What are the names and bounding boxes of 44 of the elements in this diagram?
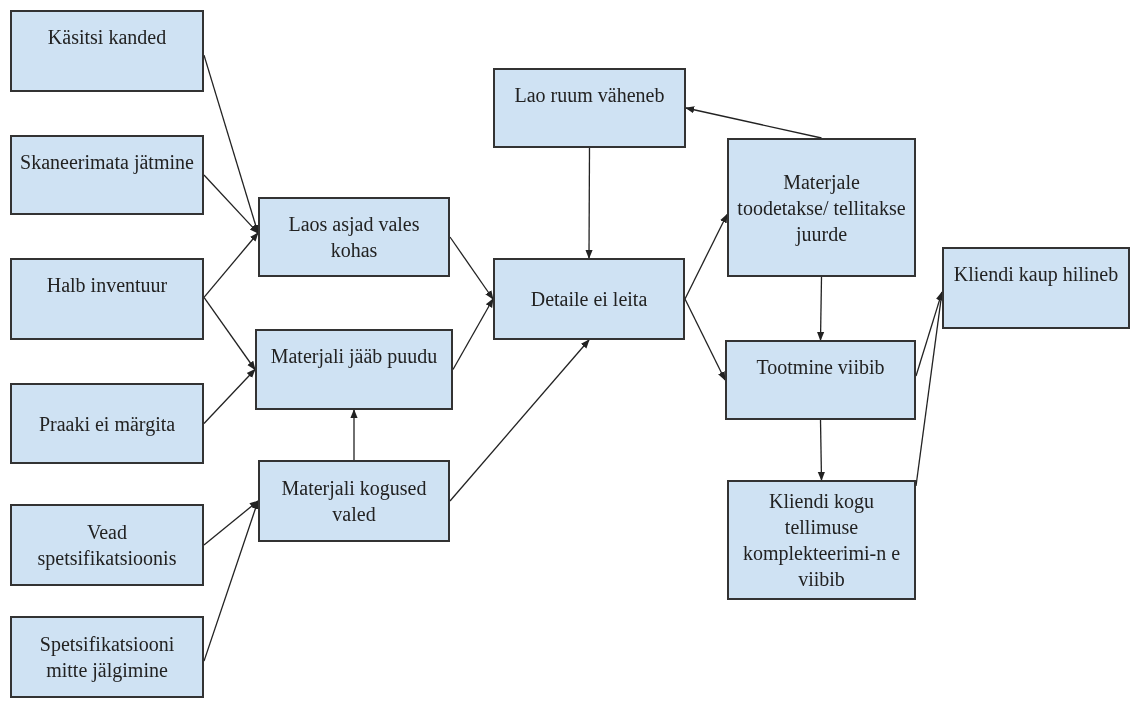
box-label: Materjali kogused valed: [280, 476, 428, 527]
process-box: [10, 504, 204, 586]
process-box: [258, 197, 450, 277]
process-box: [255, 329, 453, 410]
box-label: Vead spetsifikatsioonis: [36, 520, 178, 571]
process-box: [725, 340, 916, 420]
box-label: Käsitsi kanded: [47, 25, 167, 50]
box-label: Kliendi kogu tellimuse komplekteerimi-n e viibib: [741, 489, 902, 592]
box-label: Skaneerimata jätmine: [20, 150, 194, 175]
arrow: [585, 147, 593, 259]
arrow: [449, 339, 590, 502]
process-box: [493, 68, 686, 148]
process-box: [10, 135, 204, 215]
arrow: [449, 236, 494, 300]
box-label: Halb inventuur: [46, 273, 168, 298]
process-box: [493, 258, 685, 340]
arrow: [817, 276, 825, 341]
process-box: [727, 138, 916, 277]
process-box: [942, 247, 1130, 329]
arrow: [817, 419, 825, 481]
box-label: Kliendi kaup hilineb: [953, 262, 1119, 287]
box-label: Lao ruum väheneb: [514, 83, 665, 108]
arrow: [684, 213, 728, 300]
process-box: [727, 480, 916, 600]
box-label: Praaki ei märgita: [38, 411, 176, 437]
process-box: [10, 258, 204, 340]
arrow: [350, 409, 358, 461]
arrow: [203, 232, 259, 298]
arrow: [203, 296, 256, 371]
arrow: [203, 174, 259, 234]
arrow: [203, 368, 256, 425]
process-box: [10, 616, 204, 698]
box-label: Materjale toodetakse/ tellitakse juurde: [737, 169, 906, 247]
arrow: [684, 298, 726, 381]
process-box: [10, 383, 204, 464]
box-label: Materjali jääb puudu: [270, 344, 438, 369]
arrow: [685, 106, 823, 139]
box-label: Laos asjad vales kohas: [287, 212, 421, 263]
box-label: Tootmine viibib: [756, 355, 885, 380]
process-box: [10, 10, 204, 92]
arrow: [203, 500, 259, 546]
box-label: Spetsifikatsiooni mitte jälgimine: [38, 632, 176, 683]
process-box: [258, 460, 450, 542]
box-label: Detaile ei leita: [530, 287, 648, 312]
